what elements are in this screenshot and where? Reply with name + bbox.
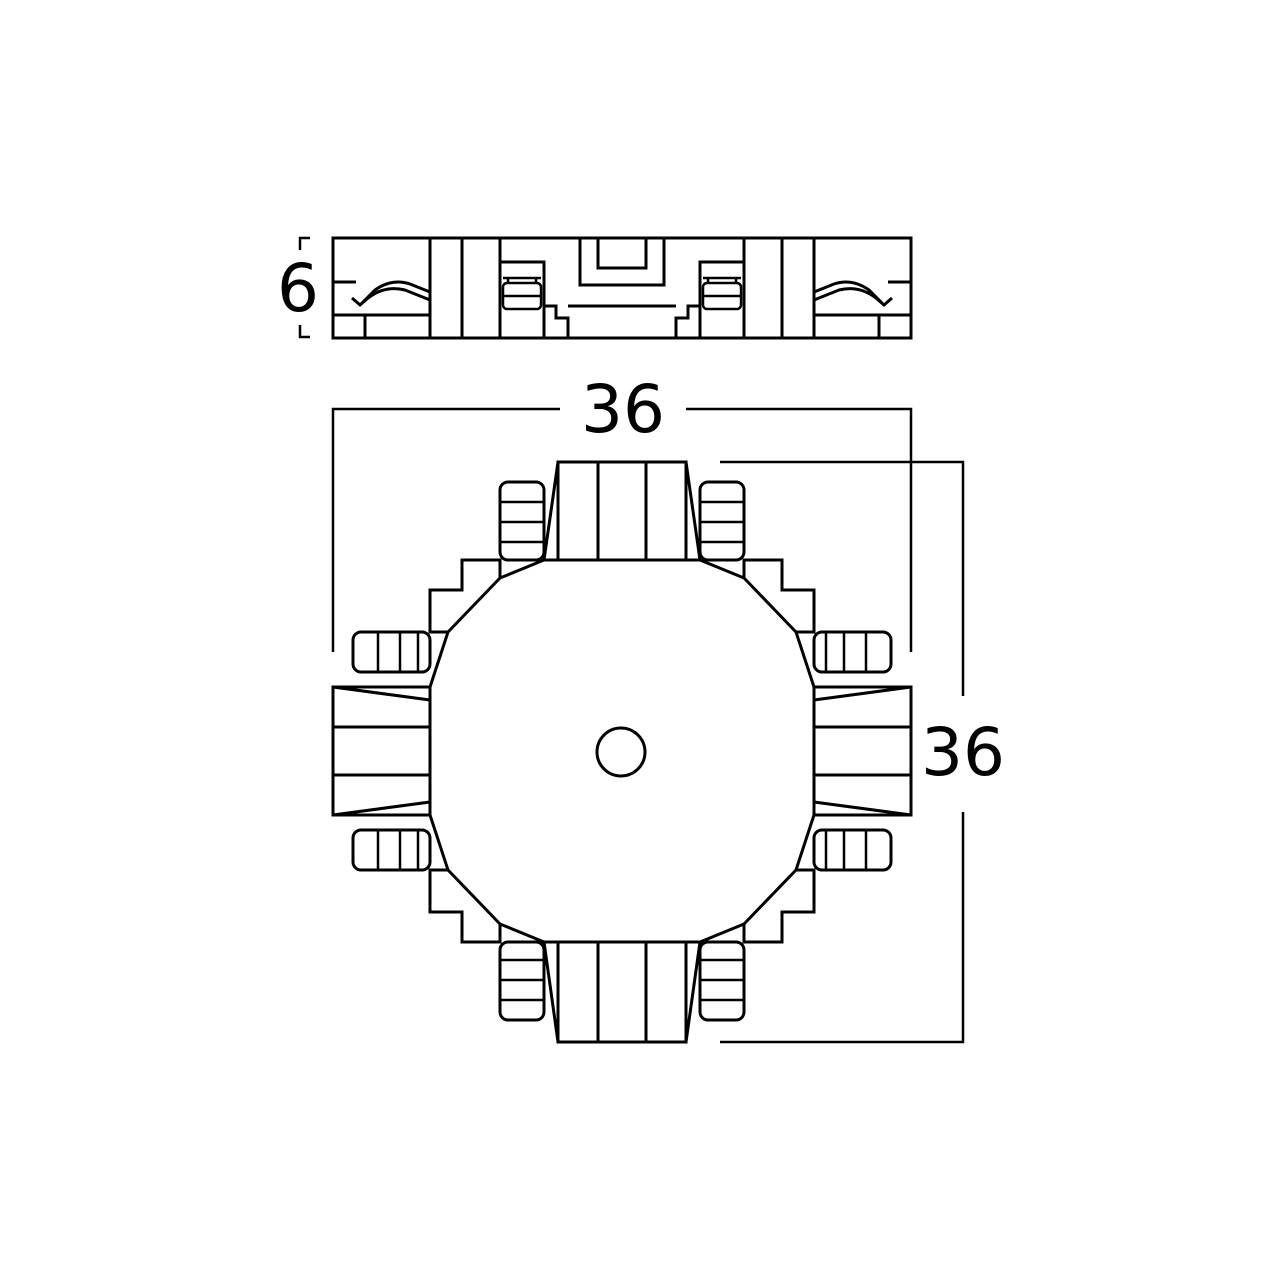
clip-right-lower bbox=[812, 828, 893, 872]
arm-right-slots bbox=[813, 685, 912, 817]
arm-top-slots bbox=[542, 461, 702, 561]
arm-left-slots bbox=[332, 685, 431, 817]
height-dimension-bracket bbox=[298, 236, 310, 339]
corner-step-bottom-left bbox=[428, 868, 502, 944]
arm-left bbox=[331, 685, 432, 817]
arm-right bbox=[812, 685, 913, 817]
clip-left-lower bbox=[351, 828, 432, 872]
side-left-end bbox=[333, 280, 430, 338]
corner-step-top-left bbox=[428, 558, 502, 634]
width-dimension-lines bbox=[331, 407, 913, 652]
width-dimension: 36 bbox=[331, 371, 913, 652]
side-right-end bbox=[814, 280, 911, 338]
clip-top-right bbox=[698, 480, 746, 562]
side-centre-channel bbox=[578, 238, 666, 287]
clip-top-left bbox=[498, 480, 546, 562]
clip-bottom-right bbox=[698, 940, 746, 1022]
side-right-partitions bbox=[742, 238, 816, 338]
side-view-outline bbox=[331, 236, 913, 340]
height-dimension: 6 bbox=[277, 236, 319, 339]
side-left-contact-detail bbox=[503, 276, 541, 298]
depth-dimension-lines bbox=[720, 460, 965, 1044]
height-dimension-label: 6 bbox=[277, 250, 319, 327]
width-dimension-label: 36 bbox=[581, 371, 665, 448]
corner-step-top-right bbox=[742, 558, 816, 634]
side-left-partitions bbox=[428, 238, 502, 338]
centre-hole bbox=[595, 726, 647, 778]
side-right-contact-detail bbox=[703, 276, 741, 298]
side-view bbox=[331, 236, 913, 340]
arm-bottom bbox=[556, 940, 688, 1044]
side-right-spring-clip bbox=[813, 280, 893, 308]
arm-top bbox=[556, 460, 688, 562]
corner-step-bottom-right bbox=[742, 868, 816, 944]
side-right-contact-frame bbox=[698, 260, 744, 338]
depth-dimension-label: 36 bbox=[921, 714, 1005, 791]
central-body bbox=[428, 558, 816, 944]
side-centre-base bbox=[544, 304, 700, 338]
arm-bottom-slots bbox=[542, 941, 702, 1043]
depth-dimension: 36 bbox=[720, 460, 1005, 1044]
clip-right-upper bbox=[812, 630, 893, 674]
clip-bottom-left bbox=[498, 940, 546, 1022]
side-left-spring-clip bbox=[351, 280, 431, 308]
clip-left-upper bbox=[351, 630, 432, 674]
side-left-contact-frame bbox=[500, 260, 546, 338]
top-view bbox=[331, 460, 913, 1044]
